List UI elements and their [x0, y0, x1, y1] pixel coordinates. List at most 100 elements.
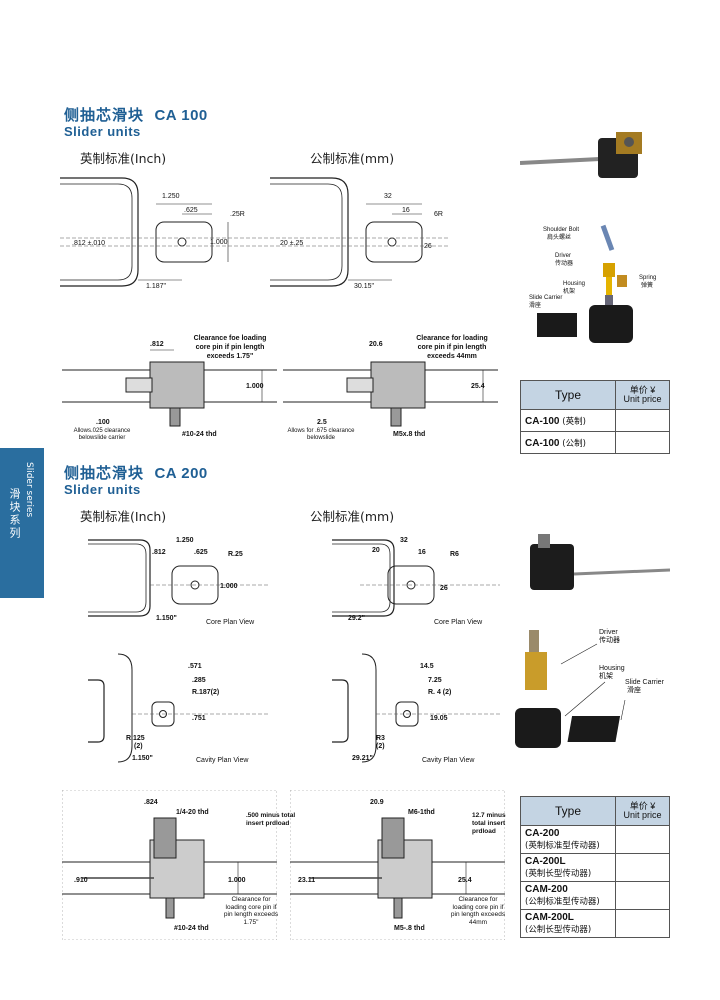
ca200-label-housing-cn: 机架 [599, 671, 613, 680]
ca100-title-cn: 侧抽芯滑块 [64, 106, 145, 124]
ca200-sec-inch-top: .824 [144, 799, 158, 806]
ca100-row1-note: (英制) [562, 416, 586, 427]
ca200-cav-mm-b: 7.25 [428, 677, 442, 684]
ca200-cav-inch-drawing: .571 .285 R.187(2) .751 R.125 (2) 1.150"… [88, 653, 268, 764]
ca200-cav-mm-r2n: (2) [376, 743, 385, 750]
ca100-label-housing: Housing [563, 281, 585, 287]
ca200-sec-mm-right: 25.4 [458, 877, 472, 884]
ca200-core-inch-r: R.25 [228, 551, 243, 558]
ca100-price-table: Type 单价 ¥ Unit price CA-100 (英制) CA-100 … [520, 380, 670, 454]
ca200-row1-price [615, 825, 670, 854]
ca200-cav-mm-w: 19.05 [430, 715, 448, 722]
ca200-cav-inch-r2n: (2) [134, 743, 143, 750]
ca100-mm-plan-drawing: 32 16 6R 20 ±.25 26 30.15" [270, 177, 450, 290]
ca200-core-mm-d1: 32 [400, 537, 408, 544]
ca200-sec-mm-left: 23.11 [298, 877, 315, 884]
ca200-cav-inch-b: .285 [192, 677, 206, 684]
ca100-product-photo [520, 132, 642, 178]
ca200-core-inch-h: .812 [152, 549, 166, 556]
ca100-sec-mm-right: 25.4 [471, 383, 485, 390]
ca200-inch-section-drawing: .824 1/4-20 thd .910 1.000 #10-24 thd [62, 790, 277, 940]
ca200-sec-mm-thd-top: M6-1thd [408, 809, 435, 816]
ca200-row1-model: CA-200 [525, 828, 560, 839]
ca100-title: 侧抽芯滑块 CA 100 [64, 104, 208, 125]
ca100-inch-h: .812 ±.010 [72, 240, 105, 247]
ca100-label-spring-cn: 弹簧 [641, 281, 653, 289]
ca100-label-shoulder-bolt: Shoulder Bolt [543, 227, 579, 233]
ca200-sec-inch-left: .910 [74, 877, 88, 884]
ca100-sec-inch-bottom: .100 [96, 419, 110, 426]
ca100-subtitle: Slider units [64, 124, 141, 139]
ca100-sec-mm-thd: M5x.8 thd [393, 431, 425, 438]
ca100-inch-d2: .625 [184, 207, 198, 214]
ca200-sec-inch-preload: .500 minus total insert prdload [246, 812, 296, 827]
table-row: CA-200L(英制长型传动器) [520, 853, 670, 882]
ca200-core-inch-w: 1.000 [220, 583, 238, 590]
ca200-label-slide-carrier: Slide Carrier [625, 679, 665, 686]
ca200-cav-inch-off: 1.150" [132, 755, 153, 762]
ca100-inch-r: .25R [230, 211, 245, 218]
ca100-row2-price [615, 431, 670, 454]
ca100-label-spring: Spring [639, 275, 656, 281]
ca100-sec-inch-top: .812 [150, 341, 164, 348]
ca200-row3-price [615, 881, 670, 910]
ca200-row4-model: CAM-200L [525, 912, 574, 923]
ca100-sec-inch-allow: Allows.025 clearance belowslide carrier [73, 428, 131, 441]
ca200-label-housing: Housing [599, 665, 625, 672]
side-tab-en: Slider series [24, 462, 34, 518]
ca200-sec-inch-thd: #10-24 thd [174, 925, 209, 932]
ca100-sec-mm-top: 20.6 [369, 341, 383, 348]
ca200-row4-note: (公制长型传动器) [525, 925, 592, 935]
ca200-label-driver: Driver [599, 629, 618, 636]
ca200-cav-mm-view: Cavity Plan View [422, 757, 475, 764]
ca200-th-price-cn: 单价 ¥ [629, 801, 656, 811]
ca100-label-slide-carrier: Slide Carrier [529, 295, 562, 301]
ca200-row3-note: (公制标准型传动器) [525, 897, 600, 907]
ca200-th-price-en: Unit price [623, 810, 662, 820]
ca100-th-price-en: Unit price [623, 394, 662, 404]
ca200-title: 侧抽芯滑块 CA 200 [64, 462, 208, 483]
ca100-sec-mm-note: Clearance for loading core pin if pin le… [416, 335, 488, 360]
ca100-model: CA 100 [154, 107, 208, 124]
ca100-row2-model: CA-100 [525, 437, 560, 449]
ca100-mm-r: 6R [434, 211, 443, 218]
ca200-sec-mm-top: 20.9 [370, 799, 384, 806]
ca100-inch-section-drawing: .812 1.000 .100 #10-24 thd [62, 341, 277, 438]
ca200-exploded-view: Driver 传动器 Housing 机架 Slide Carrier 滑座 [515, 629, 665, 748]
ca200-core-mm-off: 29.2" [348, 615, 365, 622]
ca200-th-price: 单价 ¥ Unit price [615, 796, 670, 826]
ca200-title-cn: 侧抽芯滑块 [64, 464, 145, 482]
ca200-core-inch-drawing: 1.250 .625 .812 R.25 1.000 1.150" Core P… [88, 537, 268, 626]
ca100-row1-model: CA-100 [525, 415, 560, 427]
ca200-core-inch-off: 1.150" [156, 615, 177, 622]
ca200-cav-mm-a: 14.5 [420, 663, 434, 670]
ca200-core-inch-view: Core Plan View [206, 619, 255, 626]
ca200-row1-note: (英制标准型传动器) [525, 841, 600, 851]
ca200-mm-section-drawing: 20.9 M6-1thd 23.11 25.4 M5-.8 thd [290, 790, 505, 940]
ca200-cav-inch-r1: R.187(2) [192, 689, 219, 696]
ca200-th-type: Type [520, 796, 616, 826]
ca100-sec-mm-allow: Allows for .675 clearance belowslide [287, 428, 355, 441]
ca100-mm-d1: 32 [384, 193, 392, 200]
ca200-label-slide-carrier-cn: 滑座 [627, 685, 641, 694]
ca100-label-housing-cn: 机架 [563, 287, 575, 295]
ca200-label-driver-cn: 传动器 [599, 635, 620, 644]
ca200-sec-inch-right: 1.000 [228, 877, 246, 884]
ca100-label-driver-cn: 传动器 [555, 259, 573, 267]
ca200-core-mm-h: 20 [372, 547, 380, 554]
ca200-row4-price [615, 909, 670, 938]
ca100-inch-w: 1.000 [210, 239, 228, 246]
table-row: CA-100 (公制) [520, 431, 670, 454]
ca200-price-table: Type 单价 ¥ Unit price CA-200 (英制标准型传动器) CA… [520, 796, 670, 938]
ca200-sec-inch-thd-top: 1/4-20 thd [176, 809, 209, 816]
ca200-product-photo [530, 534, 670, 590]
ca200-cav-inch-r2: R.125 [126, 735, 145, 742]
ca200-cav-inch-a: .571 [188, 663, 202, 670]
ca200-core-inch-d2: .625 [194, 549, 208, 556]
ca100-th-price: 单价 ¥ Unit price [615, 380, 670, 410]
ca200-core-mm-w: 26 [440, 585, 448, 592]
ca100-label-shoulder-bolt-cn: 肩头螺丝 [547, 233, 571, 241]
ca100-row1-price [615, 409, 670, 432]
ca100-inch-label: 英制标准(Inch) [80, 151, 167, 166]
ca200-mm-label: 公制标准(mm) [310, 509, 395, 524]
